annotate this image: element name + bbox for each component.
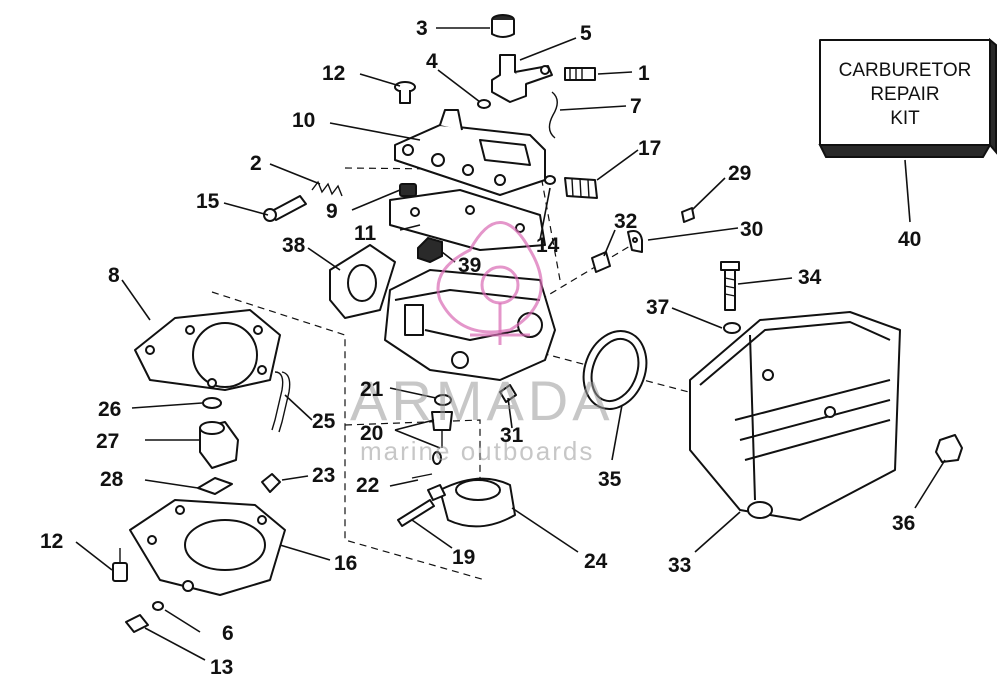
drain-plug <box>261 473 281 493</box>
float-tube <box>271 371 291 433</box>
throttle-clip <box>627 230 643 253</box>
kit-label-line3: KIT <box>890 108 920 129</box>
float-pad <box>197 477 233 495</box>
callout-numbers: 3 5 1 4 12 7 10 17 2 15 9 11 14 29 32 30… <box>40 17 921 679</box>
callout-6: 6 <box>222 622 234 645</box>
cover-screw-top <box>394 81 416 104</box>
intake-silencer <box>689 311 901 521</box>
idle-mixture-screw <box>263 195 307 222</box>
needle-seat <box>399 183 417 197</box>
jet-pin <box>411 451 442 479</box>
bowl-screw <box>112 548 128 582</box>
leader-lines <box>75 27 946 661</box>
jet-gasket <box>434 394 452 406</box>
pilot-jet <box>499 384 517 403</box>
flange-gasket <box>329 244 396 319</box>
callout-5: 5 <box>580 22 592 45</box>
fuel-inlet-fitting <box>491 54 553 103</box>
callout-27: 27 <box>96 430 119 453</box>
callout-30: 30 <box>740 218 763 241</box>
silencer-knob <box>935 434 963 463</box>
watermark-brand: ARMADA <box>350 369 614 432</box>
callout-1: 1 <box>638 62 650 85</box>
callout-28: 28 <box>100 468 124 491</box>
callout-10: 10 <box>292 109 315 132</box>
main-jet <box>431 411 453 448</box>
float-washer <box>202 397 222 409</box>
bowl-drain-screw <box>125 614 149 633</box>
linkage-pin <box>681 207 695 223</box>
callout-13: 13 <box>210 656 233 679</box>
float-nut <box>417 236 443 264</box>
callout-32: 32 <box>614 210 637 233</box>
callout-14: 14 <box>536 234 560 257</box>
float-bowl-gasket <box>134 309 281 391</box>
callout-17: 17 <box>638 137 661 160</box>
float <box>199 421 239 469</box>
manifold-gasket-ring <box>582 330 648 410</box>
callout-19: 19 <box>452 546 475 569</box>
callout-20: 20 <box>360 422 383 445</box>
watermark-tagline: marine outboards <box>360 436 594 466</box>
callout-29: 29 <box>728 162 751 185</box>
callout-4: 4 <box>426 50 438 73</box>
bolt-washer <box>723 322 741 334</box>
spring-clip <box>548 91 558 139</box>
callout-33: 33 <box>668 554 691 577</box>
callout-3: 3 <box>416 17 428 40</box>
callout-2: 2 <box>250 152 262 175</box>
callout-21: 21 <box>360 378 384 401</box>
callout-35: 35 <box>598 468 622 491</box>
silencer-bolt <box>720 261 740 311</box>
callout-8: 8 <box>108 264 120 287</box>
callout-38: 38 <box>282 234 306 257</box>
float-bowl <box>129 499 286 596</box>
cover-gasket <box>389 189 546 251</box>
cover-fastener-screw <box>544 175 598 199</box>
float-assembly <box>427 477 516 528</box>
callout-12-bottom: 12 <box>40 530 63 553</box>
callout-34: 34 <box>798 266 822 289</box>
bowl-washer <box>152 601 164 611</box>
callout-25: 25 <box>312 410 336 433</box>
needle-valve-spring <box>311 180 343 197</box>
kit-label-line2: REPAIR <box>870 84 939 105</box>
callout-39: 39 <box>458 254 481 277</box>
callout-7: 7 <box>630 95 642 118</box>
kit-label-line1: CARBURETOR <box>839 60 972 81</box>
float-hinge-pin <box>397 499 435 527</box>
callout-22: 22 <box>356 474 379 497</box>
armada-watermark: ARMADA marine outboards <box>350 221 614 466</box>
carburetor-cover <box>394 109 546 196</box>
callout-26: 26 <box>98 398 121 421</box>
repair-kit-box: CARBURETOR REPAIR KIT <box>818 37 997 158</box>
body-plug <box>591 251 611 273</box>
callout-9: 9 <box>326 200 338 223</box>
armada-logo-icon <box>436 221 543 345</box>
inlet-o-ring <box>477 99 491 109</box>
callout-24: 24 <box>584 550 608 573</box>
carburetor-body <box>384 269 556 381</box>
callout-31: 31 <box>500 424 524 447</box>
callout-36: 36 <box>892 512 915 535</box>
callout-16: 16 <box>334 552 357 575</box>
callout-15: 15 <box>196 190 220 213</box>
callout-37: 37 <box>646 296 669 319</box>
callout-40: 40 <box>898 228 921 251</box>
callout-11: 11 <box>354 222 377 245</box>
callout-23: 23 <box>312 464 335 487</box>
inlet-screw <box>564 67 596 81</box>
fuel-inlet-filter-cap <box>491 14 515 38</box>
callout-12-top: 12 <box>322 62 345 85</box>
